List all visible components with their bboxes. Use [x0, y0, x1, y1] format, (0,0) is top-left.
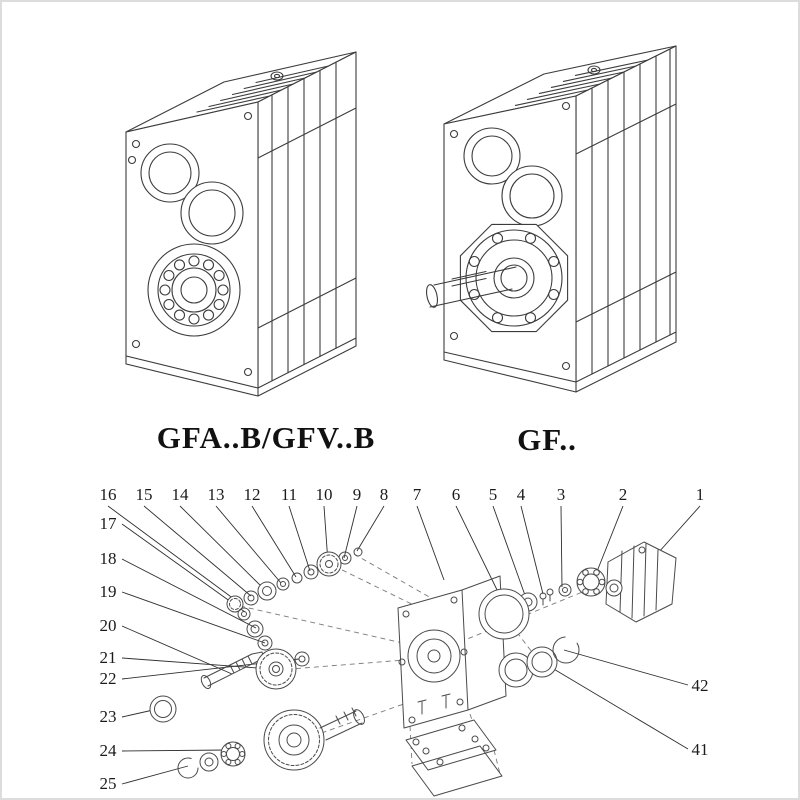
- callout-number: 6: [452, 485, 461, 504]
- callout-number: 19: [100, 582, 117, 601]
- callout-number: 11: [281, 485, 297, 504]
- retaining-rings: [498, 636, 580, 688]
- input-shaft-parts: [226, 547, 363, 613]
- callout-number: 23: [100, 707, 117, 726]
- callout-number: 7: [413, 485, 422, 504]
- right-face: [575, 45, 677, 383]
- callout-number: 22: [100, 669, 117, 688]
- gearbox-gf-lines: [426, 45, 677, 393]
- model-label-gf: GF..: [517, 422, 577, 457]
- callout-number: 4: [517, 485, 526, 504]
- callout-number: 13: [208, 485, 225, 504]
- bottom-flange-gasket: [405, 693, 503, 797]
- callout-number: 25: [100, 774, 117, 793]
- intermediate-gear-parts: [200, 607, 310, 690]
- callouts-top-row: 16 15 14 13 12 11 10 9 8 7 6 5 4 3 2 1: [100, 485, 705, 504]
- callout-number: 10: [316, 485, 333, 504]
- motor-adapter: [605, 541, 677, 623]
- callout-number: 1: [696, 485, 705, 504]
- exploded-parts: [149, 541, 677, 797]
- callout-number: 9: [353, 485, 362, 504]
- callout-number: 3: [557, 485, 566, 504]
- gearbox-drawing-gfab: [125, 51, 357, 397]
- callouts-right-column: 42 41: [692, 676, 709, 759]
- output-bearing: [147, 243, 241, 337]
- output-gear-parts: [149, 695, 365, 779]
- input-bearing: [576, 567, 606, 597]
- callout-number: 41: [692, 740, 709, 759]
- callout-number: 12: [244, 485, 261, 504]
- callout-number: 5: [489, 485, 498, 504]
- output-flange: [459, 223, 569, 333]
- callout-number: 2: [619, 485, 628, 504]
- callout-number: 16: [100, 485, 117, 504]
- callout-number: 18: [100, 549, 117, 568]
- input-small-parts: [478, 583, 572, 640]
- housing: [397, 575, 507, 729]
- callout-number: 8: [380, 485, 389, 504]
- output-shaft: [426, 266, 517, 308]
- callout-number: 14: [172, 485, 190, 504]
- gearbox-gfab-lines: [125, 51, 357, 397]
- model-label-gfab: GFA..B/GFV..B: [156, 420, 376, 455]
- callout-number: 20: [100, 616, 117, 635]
- callout-number: 17: [100, 514, 118, 533]
- callout-number: 21: [100, 648, 117, 667]
- callout-number: 24: [100, 741, 118, 760]
- leader-lines: [107, 505, 701, 785]
- callouts-left-column: 17 18 19 20 21 22 23 24 25: [100, 514, 118, 793]
- right-face: [257, 51, 357, 389]
- exploded-parts-diagram: 16 15 14 13 12 11 10 9 8 7 6 5 4 3 2 1 1…: [100, 485, 709, 797]
- callout-number: 42: [692, 676, 709, 695]
- callout-number: 15: [136, 485, 153, 504]
- gearbox-drawing-gf: [426, 45, 677, 393]
